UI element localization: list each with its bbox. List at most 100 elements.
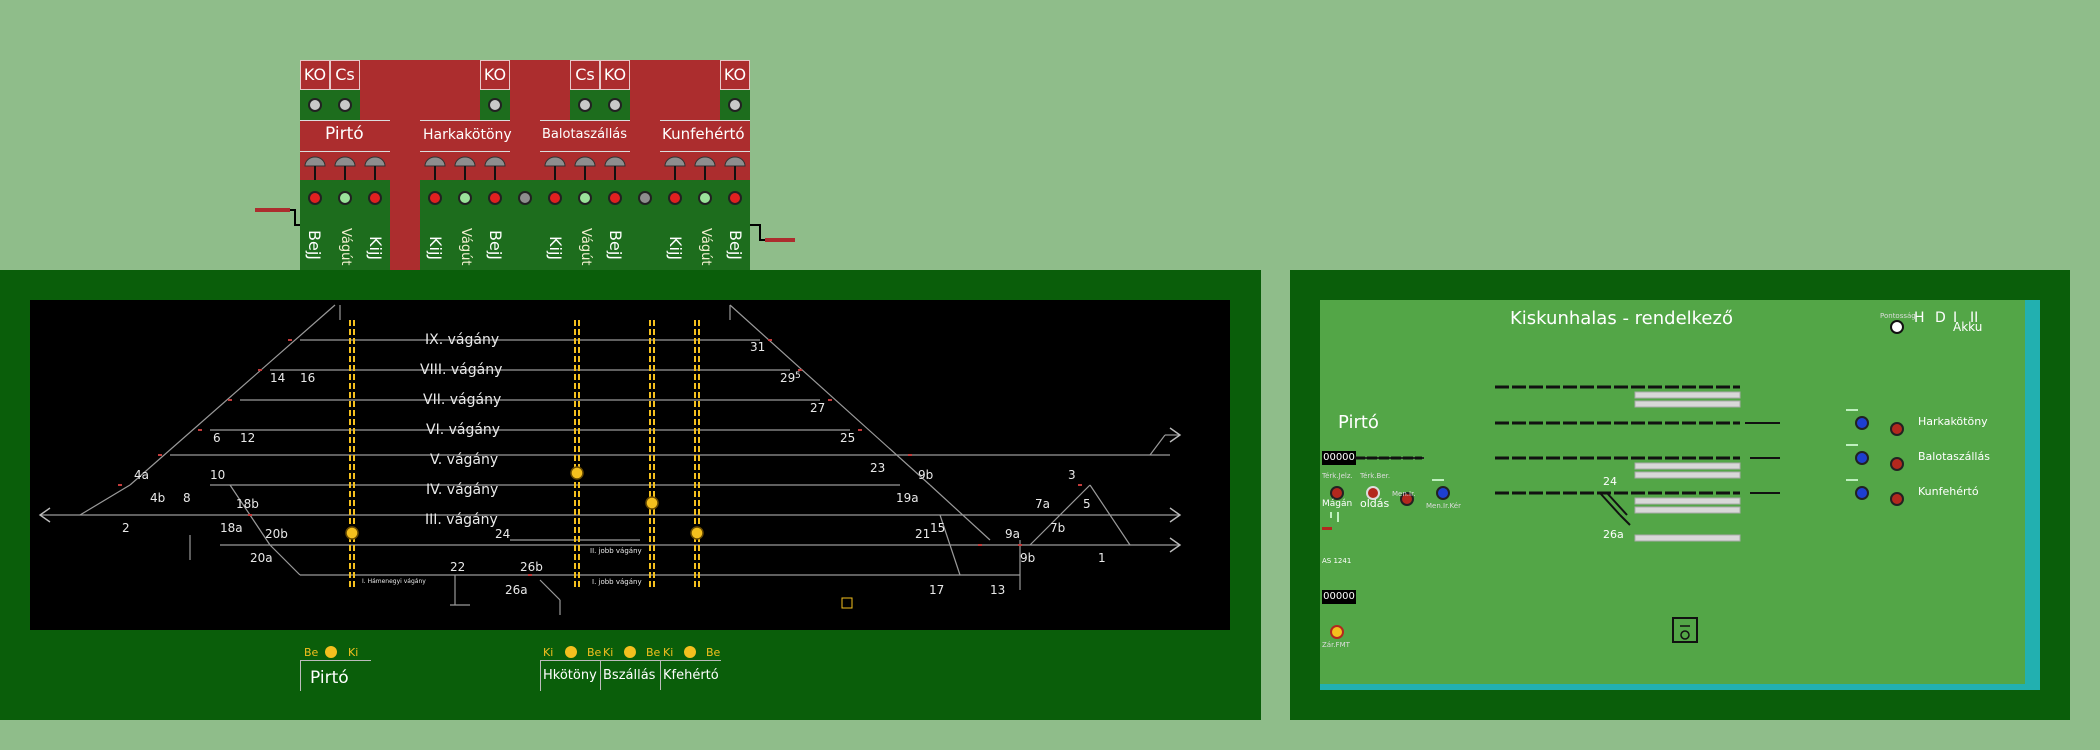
track-v: V. vágány — [430, 452, 499, 468]
label-kij: KijJ — [546, 236, 565, 261]
switch-6: 6 — [213, 431, 221, 445]
label-bej: BejJ — [726, 230, 745, 260]
switch-21: 21 — [915, 527, 931, 541]
switch-18b: 18b — [236, 497, 259, 511]
label-26a: 26a — [1603, 528, 1624, 541]
dispatch-schematic — [1355, 385, 1780, 643]
switch-14: 14 — [270, 371, 286, 385]
switch-29: 29 — [780, 371, 796, 385]
neighbor-harka-blue[interactable] — [1855, 416, 1869, 430]
lamp-gap-2 — [638, 191, 652, 205]
switch-27: 27 — [810, 401, 826, 415]
men-ir-button[interactable] — [1400, 492, 1414, 506]
oldas-label: oldás — [1360, 497, 1390, 510]
switch-9b: 9b — [1020, 551, 1036, 565]
label-bej: BejJ — [305, 230, 324, 260]
switch-17: 17 — [929, 583, 945, 597]
track-ii-jobb: II. jobb vágány — [590, 547, 642, 555]
be-label: Be — [706, 646, 721, 659]
scrollbar-track — [2025, 300, 2040, 690]
neighbor-box — [540, 660, 721, 691]
lamp-kunfe-vagut — [698, 191, 712, 205]
label-kij: KijJ — [426, 236, 445, 261]
red-marker — [1322, 527, 1332, 530]
label-vagut: Vágút — [338, 228, 353, 266]
track-vii: VII. vágány — [423, 392, 502, 408]
label-kij: KijJ — [666, 236, 685, 261]
track-vi: VI. vágány — [426, 422, 501, 438]
switch-3: 3 — [1068, 468, 1076, 482]
pontossag-label: Pontosság — [1880, 312, 1916, 320]
route-push-buttons[interactable] — [300, 148, 750, 180]
switch-26a: 26a — [505, 583, 528, 597]
switch-23: 23 — [870, 461, 886, 475]
counter-1: 00000 — [1322, 451, 1356, 465]
ko-button-kunfe[interactable] — [728, 98, 742, 112]
lamp-kunfe-bej — [728, 191, 742, 205]
kfeherto-label: Kfehértó — [663, 668, 719, 683]
track-ix: IX. vágány — [425, 332, 500, 348]
hkotony-button[interactable] — [565, 646, 577, 658]
label-vagut: Vágút — [458, 228, 473, 266]
arrow-right-icon — [1432, 479, 1444, 481]
switch-2: 2 — [122, 521, 130, 535]
switch-1: 1 — [1098, 551, 1106, 565]
men-kier-label: Men.Ir.Kér — [1426, 502, 1461, 510]
track-i-jobb: I. jobb vágány — [592, 578, 642, 586]
switch-19a: 19a — [896, 491, 919, 505]
label-vagut: Vágút — [698, 228, 713, 266]
lamp-balota-bej — [608, 191, 622, 205]
label-bej: BejJ — [486, 230, 505, 260]
ko-button-pirto[interactable] — [308, 98, 322, 112]
label-kij: KijJ — [366, 236, 385, 261]
switch-10: 10 — [210, 468, 226, 482]
arrow-right-icon — [1846, 479, 1858, 481]
magan-label: Mágán — [1322, 499, 1353, 509]
ko-button-harka[interactable] — [488, 98, 502, 112]
bszallas-button[interactable] — [624, 646, 636, 658]
terk-ber-button[interactable] — [1366, 486, 1380, 500]
station-strip-balota — [540, 120, 630, 152]
red-stem — [390, 180, 420, 270]
neighbor-kunfe-blue[interactable] — [1855, 486, 1869, 500]
station-balotaszallas: Balotaszállás — [542, 127, 628, 142]
ki-label: Ki — [603, 646, 614, 659]
neighbor-balota-red[interactable] — [1890, 457, 1904, 471]
switch-20b: 20b — [265, 527, 288, 541]
ko-button-balota[interactable] — [608, 98, 622, 112]
status-i: I — [1953, 310, 1958, 326]
neighbor-balota-blue[interactable] — [1855, 451, 1869, 465]
dispatch-station: Pirtó — [1338, 412, 1379, 433]
switch-25: 25 — [840, 431, 856, 445]
pontossag-indicator[interactable] — [1890, 320, 1904, 334]
men-kier-button[interactable] — [1436, 486, 1450, 500]
be-label: Be — [646, 646, 661, 659]
switch-31: 31 — [750, 340, 766, 354]
cs-label-balota: Cs — [570, 60, 600, 90]
divider — [660, 660, 661, 690]
terk-ber-label: Térk.Ber. — [1360, 472, 1391, 480]
station-pirto: Pirtó — [325, 124, 364, 144]
neighbor-harka-red[interactable] — [1890, 422, 1904, 436]
switch-18a: 18a — [220, 521, 243, 535]
track-iii: III. vágány — [425, 512, 498, 528]
terk-jelz-button[interactable] — [1330, 486, 1344, 500]
hkotony-label: Hkötöny — [543, 668, 597, 683]
pirto-button[interactable] — [325, 646, 337, 658]
cs-button-pirto[interactable] — [338, 98, 352, 112]
ki-label: Ki — [543, 646, 554, 659]
cs-button-balota[interactable] — [578, 98, 592, 112]
signal-mark: 5 — [795, 371, 801, 381]
zar-fmt-button[interactable] — [1330, 625, 1344, 639]
neighbor-balota-label: Balotaszállás — [1918, 450, 1990, 463]
neighbor-kunfe-red[interactable] — [1890, 492, 1904, 506]
lamp-kunfe-kij — [668, 191, 682, 205]
signal-cables — [255, 208, 795, 242]
lamp-pirto-kij — [368, 191, 382, 205]
ki-label: Ki — [348, 646, 359, 659]
lamp-pirto-bej — [308, 191, 322, 205]
track-viii: VIII. vágány — [420, 362, 503, 378]
ko-label-pirto: KO — [300, 60, 330, 90]
kfeherto-button[interactable] — [684, 646, 696, 658]
divider — [600, 660, 601, 690]
